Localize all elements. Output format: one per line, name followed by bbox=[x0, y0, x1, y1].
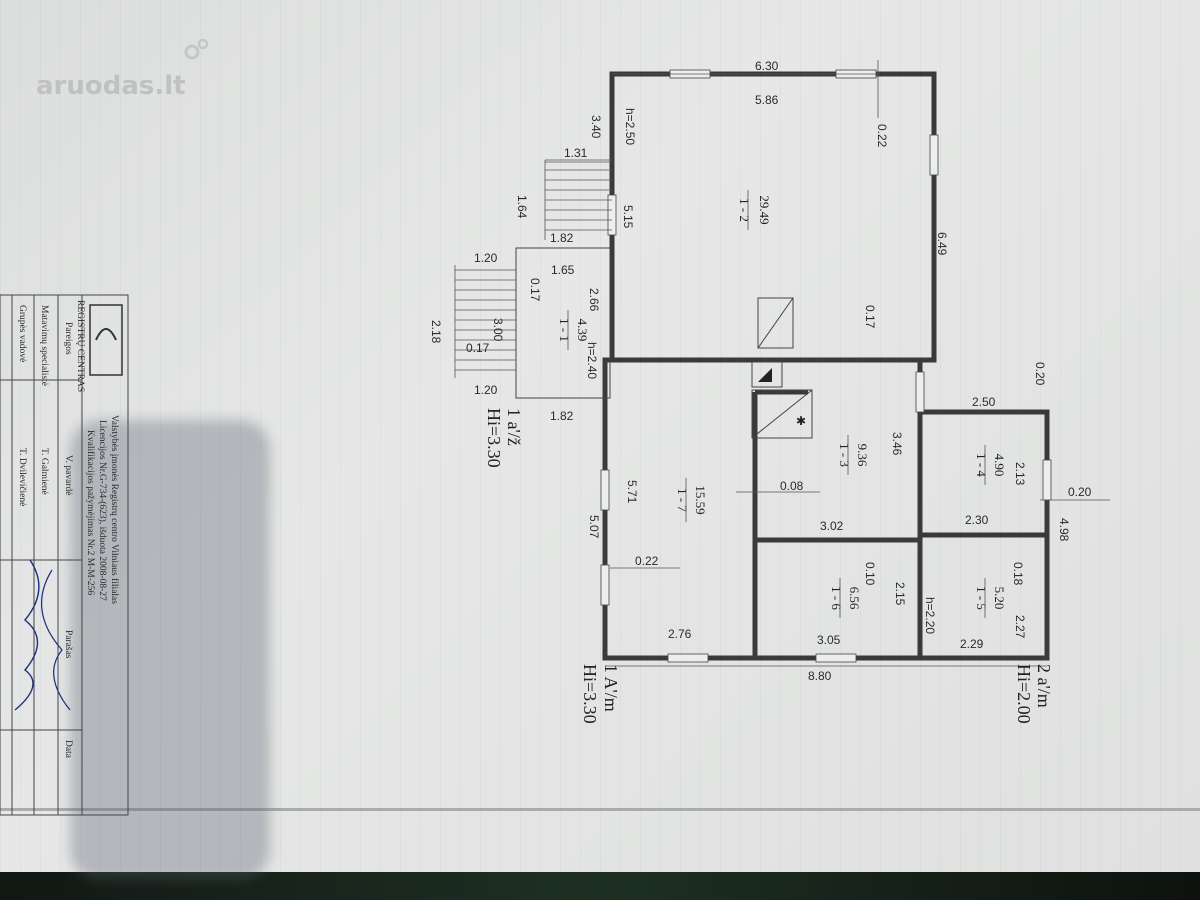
dim-label: 0.22 bbox=[635, 554, 659, 568]
dim-label: 0.20 bbox=[1068, 485, 1092, 499]
heater-icon bbox=[751, 361, 783, 388]
registry-logo-icon bbox=[89, 304, 123, 376]
level-height: Hi=2.00 bbox=[1014, 664, 1034, 724]
dim-label: 2.76 bbox=[668, 627, 692, 641]
dim-label: 6.30 bbox=[755, 59, 779, 73]
dim-label: 1.31 bbox=[564, 146, 588, 160]
svg-text:✱: ✱ bbox=[796, 414, 806, 428]
dim-label: h=2.40 bbox=[585, 342, 599, 379]
dim-label: 3.46 bbox=[890, 432, 904, 456]
level-label: 2 a'/m bbox=[1034, 664, 1054, 708]
stamp-row1-name: T. Galmienė bbox=[39, 448, 49, 495]
dim-label: 8.80 bbox=[808, 669, 832, 683]
watermark-logo-icon bbox=[184, 44, 200, 60]
stamp-line2: Licencijos Nr.G-734-(623), išduota 2008-… bbox=[97, 420, 108, 601]
finger-shadow bbox=[70, 420, 270, 880]
dim-label: 0.10 bbox=[863, 562, 877, 586]
dim-label: 6.49 bbox=[935, 232, 949, 256]
room-id: 1 - 5 bbox=[974, 586, 989, 610]
stamp-title: REGISTRŲ CENTRAS bbox=[75, 300, 85, 392]
room-area: 5.20 bbox=[992, 587, 1007, 610]
dimension-labels: 6.30 5.86 0.22 3.40 h=2.50 1.31 5.15 1.6… bbox=[429, 59, 1110, 683]
kitchen-stove-icon bbox=[751, 389, 813, 439]
room-id: 1 - 4 bbox=[974, 453, 989, 477]
room-area: 4.90 bbox=[992, 454, 1007, 477]
dim-label: 2.30 bbox=[965, 513, 989, 527]
room-id: 1 - 3 bbox=[837, 443, 852, 467]
stamp-col-pareigos: Pareigos bbox=[63, 322, 73, 355]
dim-label: 1.65 bbox=[551, 263, 575, 277]
dim-label: 0.17 bbox=[528, 278, 542, 302]
registry-stamp: REGISTRŲ CENTRAS Valstybės įmonės Regist… bbox=[0, 294, 129, 816]
dim-label: 2.18 bbox=[429, 320, 443, 344]
dim-label: 5.86 bbox=[755, 93, 779, 107]
dim-label: 1.82 bbox=[550, 409, 574, 423]
level-height: Hi=3.30 bbox=[580, 664, 600, 724]
stamp-col-data: Data bbox=[63, 740, 73, 759]
level-height: Hi=3.30 bbox=[484, 408, 504, 468]
room-area: 15.59 bbox=[693, 485, 708, 514]
room-id: 1 - 6 bbox=[829, 586, 844, 610]
walls: ✱ bbox=[454, 69, 1052, 663]
stairs-porch bbox=[454, 265, 516, 378]
dim-label: h=2.50 bbox=[623, 108, 637, 145]
stamp-col-parasas: Parašas bbox=[63, 630, 73, 659]
dim-label: 1.82 bbox=[550, 231, 574, 245]
dim-label: 5.15 bbox=[621, 205, 635, 229]
dim-label: 1.20 bbox=[474, 383, 498, 397]
stamp-row1-role: Matavimų specialistė bbox=[39, 305, 49, 386]
dim-label: 4.98 bbox=[1057, 518, 1071, 542]
signature-mark bbox=[14, 559, 40, 711]
stamp-row2-name: T. Dvilevičienė bbox=[17, 448, 27, 506]
dim-label: 3.05 bbox=[817, 633, 841, 647]
dim-label: 2.29 bbox=[960, 637, 984, 651]
dim-label: 0.17 bbox=[466, 341, 490, 355]
room-id: 1 - 7 bbox=[675, 488, 690, 512]
watermark-text: aruodas.lt bbox=[36, 71, 186, 101]
dim-label: 2.66 bbox=[587, 288, 601, 312]
dim-label: h=2.20 bbox=[923, 597, 937, 634]
table-surface bbox=[0, 872, 1200, 900]
stamp-row2-role: Grupės vadovė bbox=[17, 305, 27, 362]
stairs-upper bbox=[544, 159, 612, 240]
dim-label: 2.15 bbox=[893, 582, 907, 606]
level-labels: 1 a'/ž Hi=3.30 1 A'/m Hi=3.30 2 a'/m Hi=… bbox=[484, 408, 1054, 724]
stamp-col-vpavarde: V. pavardė bbox=[63, 455, 73, 495]
page-fold-line bbox=[0, 808, 1200, 811]
dim-label: 0.22 bbox=[875, 124, 889, 148]
dim-label: 2.50 bbox=[972, 395, 996, 409]
level-label: 1 A'/m bbox=[601, 664, 621, 712]
dim-label: 3.40 bbox=[589, 115, 603, 139]
room-id: 1 - 2 bbox=[737, 198, 752, 222]
dim-label: 1.64 bbox=[515, 195, 529, 219]
stamp-line3: Kvalifikacijos pažymėjimas Nr.2 M-M-256 bbox=[85, 430, 96, 595]
dim-label: 0.18 bbox=[1011, 562, 1025, 586]
dim-label: 3.00 bbox=[491, 318, 505, 342]
level-label: 1 a'/ž bbox=[504, 408, 524, 446]
room-area: 6.56 bbox=[847, 587, 862, 610]
room-area: 4.39 bbox=[575, 319, 590, 342]
dim-label: 2.13 bbox=[1013, 462, 1027, 486]
room-labels: 1 - 2 29.49 1 - 1 4.39 1 - 3 9.36 1 - 7 … bbox=[557, 190, 1007, 618]
dim-label: 3.02 bbox=[820, 519, 844, 533]
room-area: 29.49 bbox=[757, 195, 772, 224]
dim-label: 5.07 bbox=[587, 515, 601, 539]
dim-label: 1.20 bbox=[474, 251, 498, 265]
stamp-line1: Valstybės įmonės Registrų centro Vilniau… bbox=[109, 415, 120, 604]
room-id: 1 - 1 bbox=[557, 318, 572, 342]
stove-icon bbox=[757, 297, 794, 349]
room-area: 9.36 bbox=[855, 444, 870, 467]
dim-label: 0.08 bbox=[780, 479, 804, 493]
dim-label: 0.20 bbox=[1033, 362, 1047, 386]
dim-label: 2.27 bbox=[1013, 615, 1027, 639]
dim-label: 0.17 bbox=[863, 305, 877, 329]
dim-label: 5.71 bbox=[625, 480, 639, 504]
